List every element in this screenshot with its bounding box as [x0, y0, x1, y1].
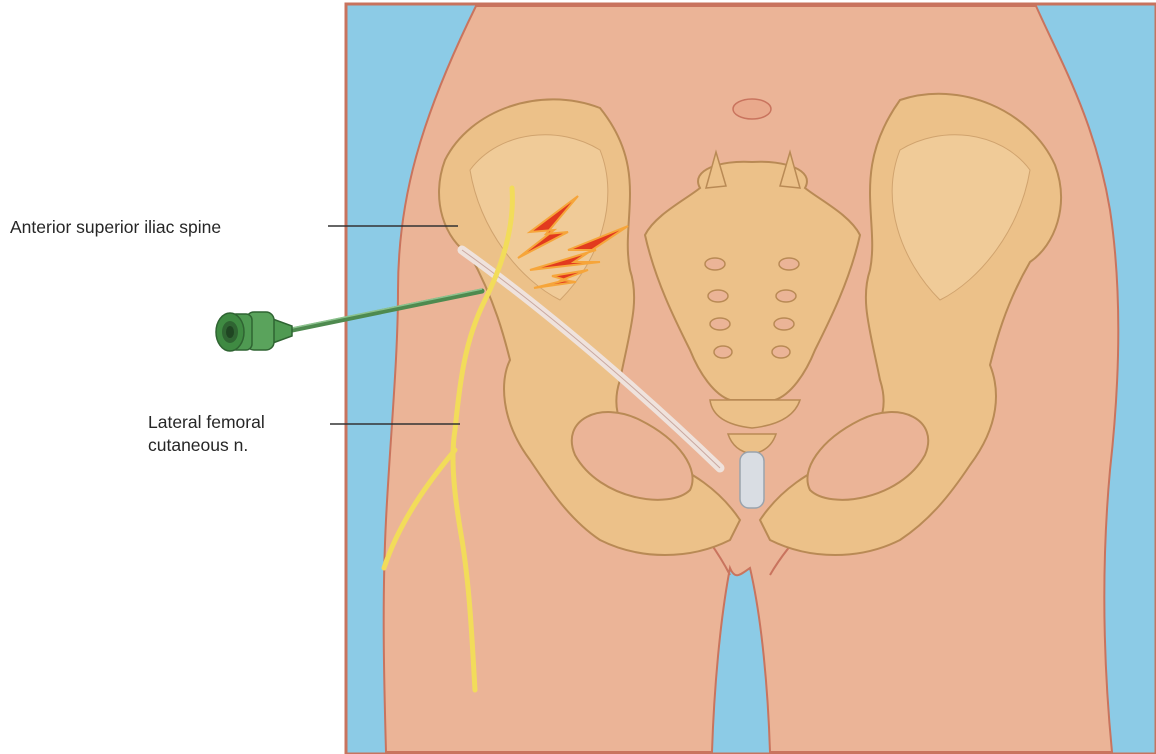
label-lateral-femoral-line1: Lateral femoral [148, 412, 265, 433]
pubic-symphysis [740, 452, 764, 508]
label-anterior-superior-iliac-spine: Anterior superior iliac spine [10, 217, 221, 238]
navel [733, 99, 771, 119]
label-lateral-femoral-line2: cutaneous n. [148, 435, 248, 456]
